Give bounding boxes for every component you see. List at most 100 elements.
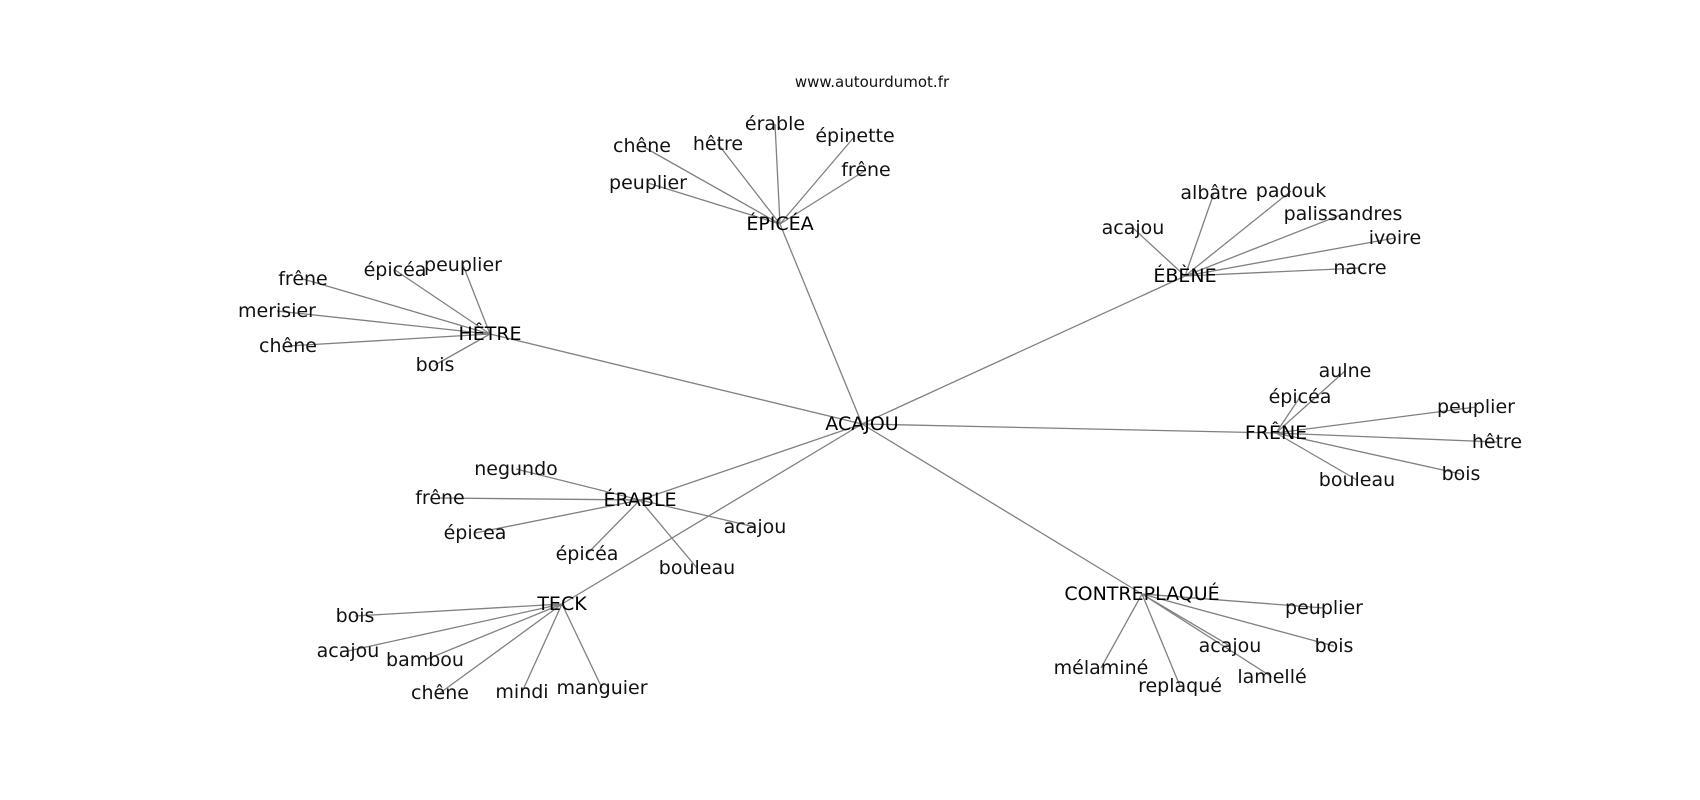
word-node: bois <box>416 354 455 376</box>
edge-hub-to-word <box>1184 192 1215 277</box>
word-node: épicéa <box>364 259 427 281</box>
word-node: negundo <box>474 458 558 480</box>
hub-node: ÉPICÉA <box>746 212 813 235</box>
source-label: www.autourdumot.fr <box>795 73 950 91</box>
edge-hub-to-word <box>1100 593 1143 669</box>
hub-node: HÊTRE <box>458 322 521 345</box>
edge-hub-to-word <box>1275 432 1498 443</box>
edge-hub-to-word <box>424 603 563 661</box>
hub-node: FRÊNE <box>1245 421 1307 444</box>
edge-hub-to-word <box>1141 593 1335 647</box>
word-node: lamellé <box>1237 666 1306 688</box>
edge-hub-to-word <box>1132 227 1186 277</box>
edge-root-to-hub <box>489 333 863 425</box>
edge-hub-to-word <box>354 603 563 617</box>
edge-hub-to-word <box>462 264 491 335</box>
word-node: peuplier <box>1285 597 1363 619</box>
edge-hub-to-word <box>1275 396 1301 434</box>
edge-hub-to-word <box>1141 593 1181 687</box>
word-node: mindi <box>495 681 548 703</box>
word-node: épicéa <box>1269 386 1332 408</box>
edge-hub-to-word <box>515 468 641 501</box>
word-node: acajou <box>317 640 380 662</box>
root-node: ACAJOU <box>825 413 898 435</box>
edge-hub-to-word <box>1141 593 1325 609</box>
edge-hub-to-word <box>639 499 698 569</box>
word-node: bois <box>336 605 375 627</box>
word-node: acajou <box>1199 635 1262 657</box>
edge-hub-to-word <box>779 169 867 225</box>
edge-hub-to-word <box>561 603 603 689</box>
edge-hub-to-word <box>647 182 781 225</box>
word-node: albâtre <box>1180 182 1247 204</box>
word-node: padouk <box>1256 180 1326 202</box>
edge-hub-to-word <box>302 278 491 335</box>
edge-hub-to-word <box>521 603 563 693</box>
word-node: mélaminé <box>1054 657 1149 679</box>
edge-hub-to-word <box>774 123 781 225</box>
word-node: peuplier <box>424 254 502 276</box>
edge-hub-to-word <box>641 145 781 225</box>
word-node: bouleau <box>1319 469 1395 491</box>
edge-root-to-hub <box>561 423 863 605</box>
word-node: épicea <box>444 522 507 544</box>
word-node: bouleau <box>659 557 735 579</box>
edge-hub-to-word <box>1184 213 1344 277</box>
hub-node: ÉBÈNE <box>1153 264 1216 287</box>
edge-root-to-hub <box>861 423 1277 434</box>
word-node: palissandres <box>1284 203 1403 225</box>
word-node: bois <box>1442 463 1481 485</box>
word-node: acajou <box>1102 217 1165 239</box>
edge-root-to-hub <box>861 275 1186 425</box>
edge-hub-to-word <box>276 310 491 335</box>
word-node: bambou <box>386 649 464 671</box>
word-node: hêtre <box>1472 431 1522 453</box>
word-node: chêne <box>613 135 671 157</box>
word-node: érable <box>745 113 805 135</box>
word-node: chêne <box>411 682 469 704</box>
word-node: nacre <box>1333 257 1386 279</box>
edge-hub-to-word <box>434 333 491 366</box>
edge-hub-to-word <box>1141 593 1273 678</box>
edge-hub-to-word <box>474 499 641 534</box>
word-node: ivoire <box>1369 227 1422 249</box>
word-node: épinette <box>815 125 894 147</box>
word-node: acajou <box>724 516 787 538</box>
word-node: bois <box>1315 635 1354 657</box>
word-node: frêne <box>415 487 465 509</box>
edge-hub-to-word <box>1275 432 1358 481</box>
edge-root-to-hub <box>779 223 863 425</box>
word-node: aulne <box>1319 360 1372 382</box>
hub-node: CONTREPLAQUÉ <box>1064 582 1219 605</box>
hub-node: TECK <box>536 593 587 615</box>
edge-hub-to-word <box>1275 432 1462 475</box>
edge-hub-to-word <box>439 497 641 501</box>
word-node: peuplier <box>609 172 687 194</box>
edge-hub-to-word <box>1184 190 1292 277</box>
edge-hub-to-word <box>439 603 563 694</box>
edge-hub-to-word <box>1184 237 1396 277</box>
hub-node: ÉRABLE <box>603 488 676 511</box>
word-node: frêne <box>841 159 891 181</box>
edge-hub-to-word <box>1275 370 1346 434</box>
edge-hub-to-word <box>394 269 491 335</box>
word-node: hêtre <box>693 133 743 155</box>
edge-hub-to-word <box>287 333 491 347</box>
word-node: chêne <box>259 335 317 357</box>
edge-hub-to-word <box>347 603 563 652</box>
word-node: frêne <box>278 268 328 290</box>
edge-root-to-hub <box>639 423 863 501</box>
edge-hub-to-word <box>1275 406 1477 434</box>
edge-hub-to-word <box>779 135 856 225</box>
word-node: merisier <box>238 300 316 322</box>
edge-hub-to-word <box>586 499 641 555</box>
edge-hub-to-word <box>717 143 781 225</box>
word-node: peuplier <box>1437 396 1515 418</box>
word-node: manguier <box>556 677 647 699</box>
edge-hub-to-word <box>639 499 756 528</box>
graph-edges <box>276 123 1498 694</box>
edge-hub-to-word <box>1184 267 1361 277</box>
word-node: épicéa <box>556 543 619 565</box>
word-node: replaqué <box>1138 675 1222 697</box>
